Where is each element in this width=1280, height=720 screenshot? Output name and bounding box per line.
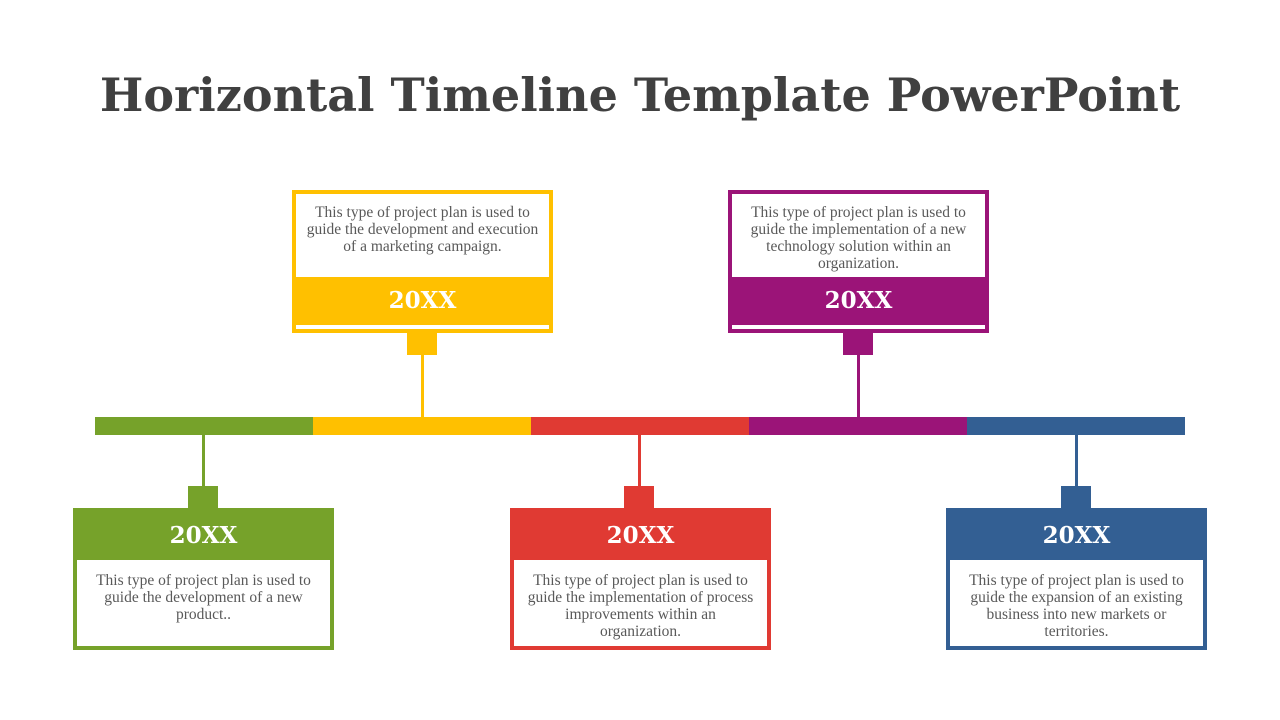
connector-tab: [843, 333, 873, 355]
milestone-description: This type of project plan is used to gui…: [96, 572, 311, 623]
milestone-description: This type of project plan is used to gui…: [306, 204, 539, 255]
timeline-segment-2: [313, 417, 531, 435]
connector-line: [1075, 435, 1078, 487]
milestone-year: 20XX: [732, 277, 985, 325]
milestone-year: 20XX: [950, 512, 1203, 560]
milestone-year: 20XX: [296, 277, 549, 325]
milestone-card: This type of project plan is used to gui…: [292, 190, 553, 333]
timeline-segment-3: [531, 417, 749, 435]
milestone-card: This type of project plan is used to gui…: [728, 190, 989, 333]
connector-tab: [188, 486, 218, 508]
connector-line: [202, 435, 205, 487]
milestone-description: This type of project plan is used to gui…: [750, 204, 967, 272]
milestone-year: 20XX: [77, 512, 330, 560]
milestone-description: This type of project plan is used to gui…: [969, 572, 1184, 640]
connector-line: [857, 354, 860, 417]
timeline-segment-1: [95, 417, 313, 435]
milestone-card: 20XX This type of project plan is used t…: [510, 508, 771, 650]
milestone-description: This type of project plan is used to gui…: [527, 572, 754, 640]
milestone-year: 20XX: [514, 512, 767, 560]
connector-tab: [407, 333, 437, 355]
timeline-segment-4: [749, 417, 967, 435]
connector-line: [421, 354, 424, 417]
connector-tab: [1061, 486, 1091, 508]
milestone-card: 20XX This type of project plan is used t…: [946, 508, 1207, 650]
page-title: Horizontal Timeline Template PowerPoint: [99, 68, 1181, 122]
connector-tab: [624, 486, 654, 508]
milestone-card: 20XX This type of project plan is used t…: [73, 508, 334, 650]
timeline-segment-5: [967, 417, 1185, 435]
connector-line: [638, 435, 641, 487]
